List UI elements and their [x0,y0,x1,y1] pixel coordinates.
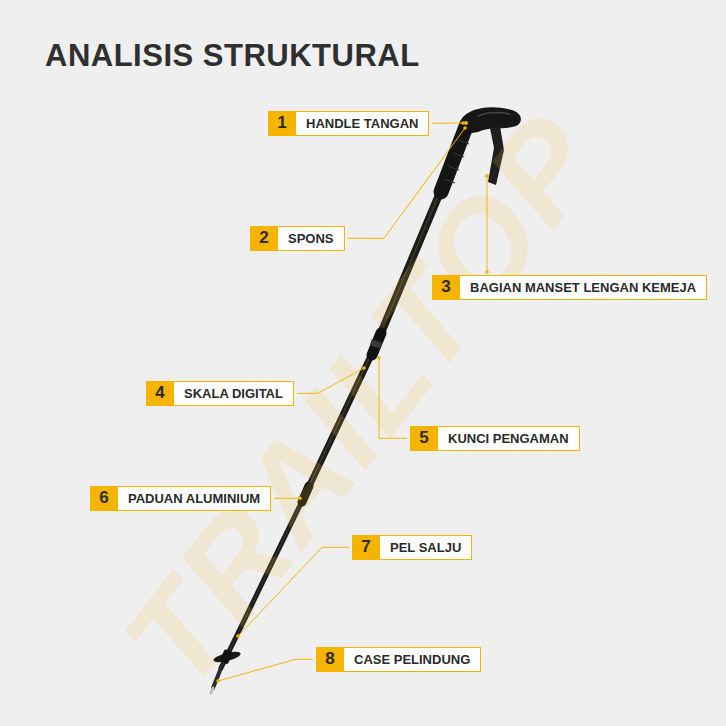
callout-number: 8 [316,647,344,672]
callout-number: 6 [90,486,118,511]
part-name: PADUAN ALUMINIUM [118,486,271,511]
callout-number: 4 [146,381,174,406]
part-name: HANDLE TANGAN [296,111,429,136]
part-name: BAGIAN MANSET LENGAN KEMEJA [460,275,707,300]
part-name: SKALA DIGITAL [174,381,294,406]
leader-dot [461,121,465,125]
leader-line [432,123,463,124]
part-name: SPONS [278,226,345,251]
part-name: KUNCI PENGAMAN [438,426,580,451]
leader-dot [463,126,467,130]
callout-box: 7PEL SALJU [352,535,472,560]
callout-box: 8CASE PELINDUNG [316,647,481,672]
callout-box: 4SKALA DIGITAL [146,381,294,406]
callout-number: 7 [352,535,380,560]
title: ANALISIS STRUKTURAL [45,38,420,74]
callout-number: 2 [250,226,278,251]
callout-box: 5KUNCI PENGAMAN [410,426,580,451]
callout-number: 5 [410,426,438,451]
callout-number: 1 [268,111,296,136]
callout-box: 2SPONS [250,226,345,251]
callout-box: 1HANDLE TANGAN [268,111,429,136]
part-name: CASE PELINDUNG [344,647,481,672]
part-name: PEL SALJU [380,535,472,560]
callout-number: 3 [432,275,460,300]
callout-box: 6PADUAN ALUMINIUM [90,486,271,511]
callout-box: 3BAGIAN MANSET LENGAN KEMEJA [432,275,707,300]
